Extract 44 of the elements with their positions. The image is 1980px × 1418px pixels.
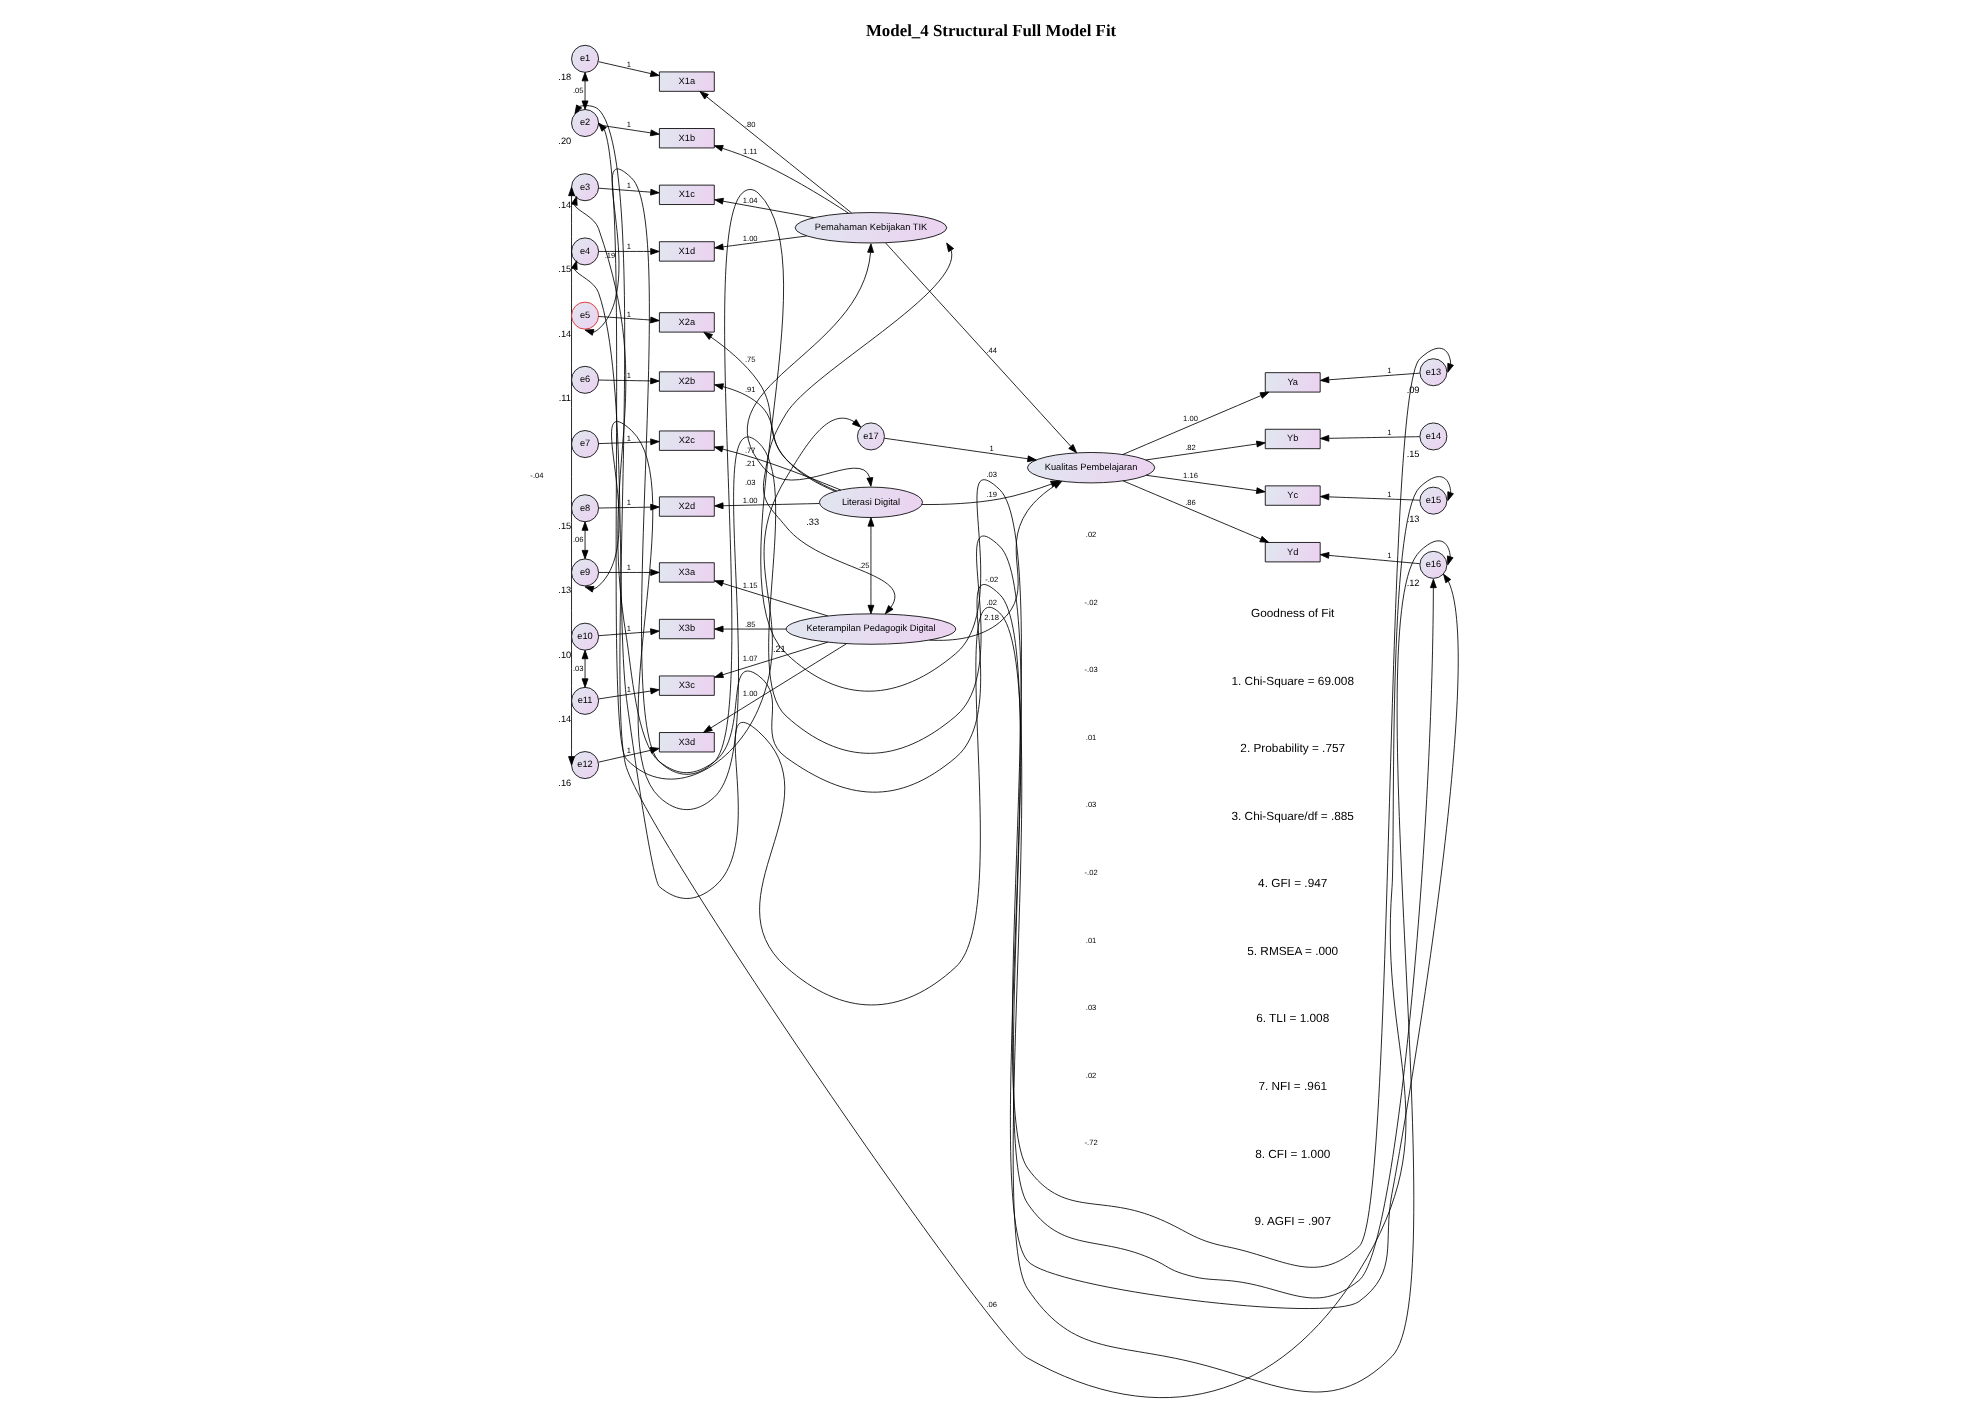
arrow xyxy=(713,197,814,219)
arrow xyxy=(712,145,848,214)
arrow xyxy=(713,641,828,679)
diagram-title: Model_4 Structural Full Model Fit xyxy=(864,20,1116,40)
arrow xyxy=(702,643,846,733)
arrow xyxy=(580,649,588,688)
arrow xyxy=(713,235,807,251)
arrow xyxy=(713,625,786,633)
arrow xyxy=(597,187,659,196)
arrow xyxy=(713,502,819,510)
arrow xyxy=(883,437,1036,463)
arrow xyxy=(762,242,953,615)
arrow xyxy=(580,521,588,560)
arrow xyxy=(567,186,574,766)
arrow xyxy=(1121,391,1269,455)
arrow xyxy=(1144,440,1265,461)
arrow xyxy=(597,377,659,385)
arrow xyxy=(597,124,659,137)
arrow xyxy=(1318,434,1420,442)
arrow xyxy=(1144,474,1265,495)
arrow xyxy=(597,746,659,763)
arrow xyxy=(597,248,659,255)
arrow xyxy=(597,316,659,324)
arrow xyxy=(713,580,828,617)
arrow xyxy=(702,331,835,492)
arrow xyxy=(597,628,659,637)
arrow xyxy=(597,503,659,511)
arrow xyxy=(597,122,861,780)
arrow xyxy=(866,517,874,615)
arrow xyxy=(1121,480,1269,543)
arrow xyxy=(713,383,837,492)
arrow xyxy=(597,687,659,700)
arrow xyxy=(1318,372,1420,384)
arrow xyxy=(583,421,1436,1299)
arrow xyxy=(712,445,841,491)
arrow xyxy=(745,243,873,487)
arrow xyxy=(1318,552,1420,565)
arrow xyxy=(698,91,851,214)
arrow xyxy=(597,569,659,576)
arrow xyxy=(884,242,1076,454)
arrow xyxy=(580,72,588,110)
arrow xyxy=(597,61,659,77)
arrow xyxy=(1318,493,1420,501)
arrow xyxy=(597,438,659,446)
